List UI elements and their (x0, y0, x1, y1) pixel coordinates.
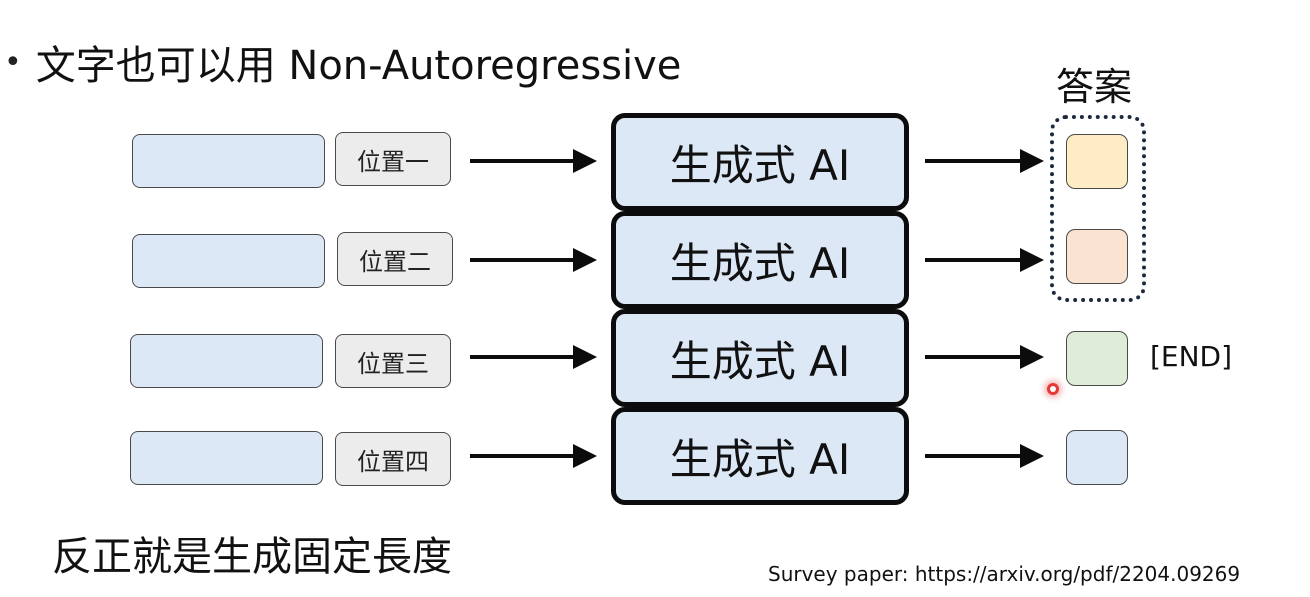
input-box-2 (132, 234, 325, 288)
position-box-3: 位置三 (335, 334, 451, 388)
heading-text: 文字也可以用 Non-Autoregressive (35, 43, 682, 89)
output-token-1 (1066, 134, 1128, 189)
position-box-1: 位置一 (335, 132, 451, 186)
output-token-3 (1066, 331, 1128, 386)
answer-label: 答案 (1056, 65, 1133, 109)
position-box-4: 位置四 (335, 432, 451, 486)
slide-heading: • 文字也可以用 Non-Autoregressive (4, 36, 682, 89)
survey-reference: Survey paper: https://arxiv.org/pdf/2204… (768, 562, 1241, 586)
output-token-4 (1066, 430, 1128, 485)
generative-ai-box-3: 生成式 AI (611, 309, 909, 407)
end-token-label: [END] (1150, 340, 1233, 373)
laser-pointer-icon (1047, 383, 1059, 395)
input-box-3 (130, 334, 323, 388)
generative-ai-box-4: 生成式 AI (611, 407, 909, 505)
footer-note: 反正就是生成固定長度 (52, 534, 452, 580)
generative-ai-box-1: 生成式 AI (611, 113, 909, 211)
answer-frame (1050, 115, 1146, 302)
bullet-icon: • (4, 44, 22, 80)
position-box-2: 位置二 (337, 232, 453, 286)
output-token-2 (1066, 229, 1128, 284)
input-box-1 (132, 134, 325, 188)
generative-ai-box-2: 生成式 AI (611, 211, 909, 309)
input-box-4 (130, 431, 323, 485)
